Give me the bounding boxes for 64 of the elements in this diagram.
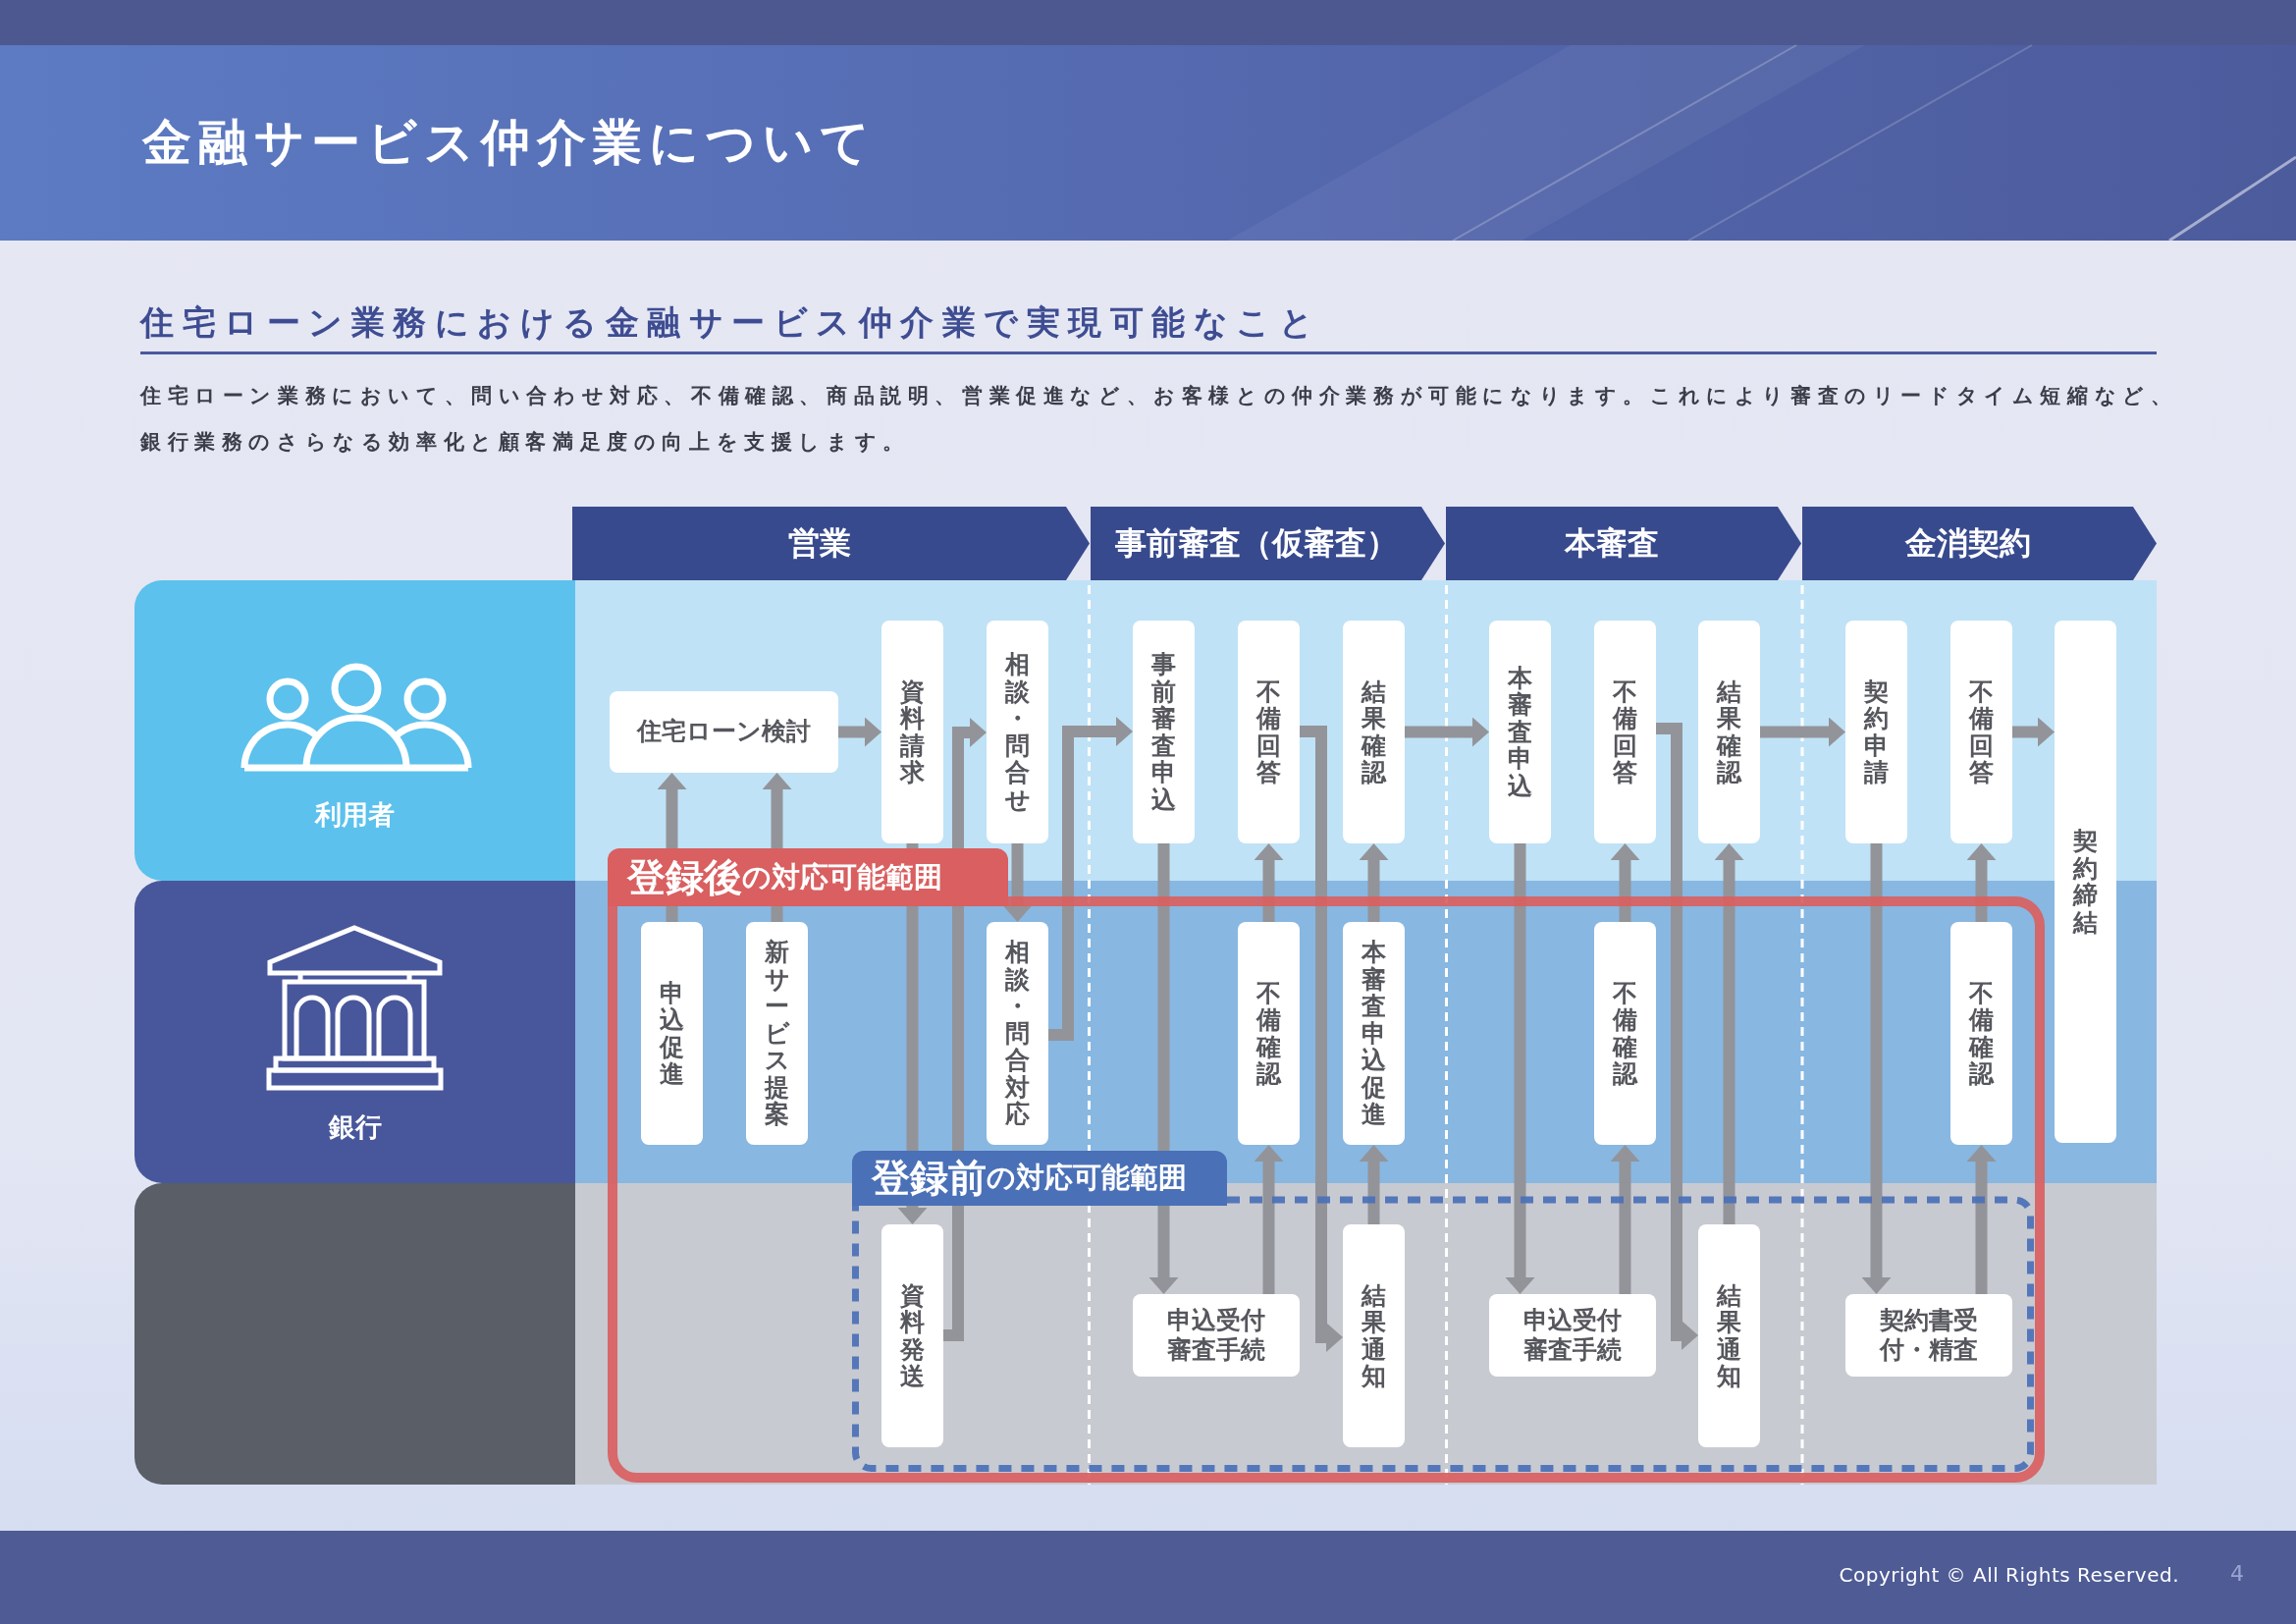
- description-text: 住宅ローン業務において、問い合わせ対応、不備確認、商品説明、営業促進など、お客様との仲介業務が可能になります。これにより審査のリードタイム短縮など、銀行業務のさらなる効率化と顧客満足度の向上を支援します。: [140, 383, 2179, 456]
- flow-arrow: [2012, 717, 2055, 747]
- process-box: 結果確認: [1698, 621, 1760, 843]
- flow-arrow: [1048, 717, 1133, 1041]
- flow-arrow: [1861, 843, 1892, 1294]
- flow-arrow: [1714, 843, 1744, 1224]
- process-box: 不備回答: [1238, 621, 1300, 843]
- process-box: 契約締結: [2055, 621, 2116, 1143]
- page-title: 金融サービス仲介業について: [142, 113, 877, 173]
- phase-header: 事前審査（仮審査）: [1091, 507, 1445, 580]
- process-box: 契約申請: [1845, 621, 1907, 843]
- phase-header: 金消契約: [1802, 507, 2157, 580]
- process-box: 本審査申込促進: [1343, 922, 1405, 1145]
- process-box: 結果通知: [1343, 1224, 1405, 1447]
- flow-arrow: [1760, 717, 1845, 747]
- process-box: 結果通知: [1698, 1224, 1760, 1447]
- process-box: 本審査申込: [1489, 621, 1551, 843]
- process-box: 不備回答: [1594, 621, 1656, 843]
- lane-header: [134, 881, 575, 1183]
- scope-region: [608, 848, 2045, 1483]
- flow-arrow: [1002, 843, 1033, 922]
- process-box: 申込受付審査手続: [1489, 1294, 1656, 1377]
- flow-arrow: [838, 717, 881, 747]
- phase-header: 本審査: [1446, 507, 1801, 580]
- scope-tab: 登録後の対応可能範囲: [608, 848, 1008, 906]
- flow-arrow: [1610, 1145, 1640, 1294]
- flow-arrow: [1359, 1145, 1389, 1224]
- flow-arrow: [1505, 843, 1535, 1294]
- flow-arrow: [943, 718, 987, 1341]
- page-number: 4: [2230, 1560, 2244, 1588]
- process-box: 相談・問合せ: [987, 621, 1048, 843]
- section-heading: 住宅ローン業務における金融サービス仲介業で実現可能なこと: [140, 301, 1321, 344]
- process-box: 不備回答: [1950, 621, 2012, 843]
- lane-label: 利用者: [315, 798, 395, 832]
- lane-label: 銀行: [328, 1110, 382, 1144]
- flow-arrow: [1148, 843, 1179, 1294]
- process-box: 住宅ローン検討: [610, 691, 838, 773]
- process-box: 結果確認: [1343, 621, 1405, 843]
- flow-arrow: [1610, 843, 1640, 922]
- flow-arrow: [1656, 723, 1698, 1350]
- flow-arrow: [1359, 843, 1389, 922]
- process-box: 申込受付審査手続: [1133, 1294, 1300, 1377]
- lane-header: [134, 580, 575, 881]
- process-box: 申込促進: [641, 922, 703, 1145]
- lane-header: [134, 1183, 575, 1485]
- flow-arrow: [1966, 843, 1997, 922]
- process-box: 資料請求: [881, 621, 943, 843]
- flow-arrow: [1300, 726, 1343, 1352]
- process-box: 不備確認: [1238, 922, 1300, 1145]
- process-box: 契約書受付・精査: [1845, 1294, 2012, 1377]
- process-box: 相談・問合対応: [987, 922, 1048, 1145]
- flow-arrow: [1405, 717, 1489, 747]
- process-box: 資料発送: [881, 1224, 943, 1447]
- scope-tab: 登録前の対応可能範囲: [852, 1151, 1227, 1206]
- phase-header: 営業: [572, 507, 1090, 580]
- copyright-text: Copyright © All Rights Reserved.: [1839, 1562, 2179, 1589]
- process-box: 不備確認: [1594, 922, 1656, 1145]
- scope-region: [852, 1151, 2034, 1472]
- flow-arrow: [1254, 1145, 1284, 1294]
- flow-arrow: [1966, 1145, 1997, 1294]
- process-box: 新サービス提案: [746, 922, 808, 1145]
- process-box: 不備確認: [1950, 922, 2012, 1145]
- flow-arrow: [1254, 843, 1284, 922]
- process-box: 事前審査申込: [1133, 621, 1195, 843]
